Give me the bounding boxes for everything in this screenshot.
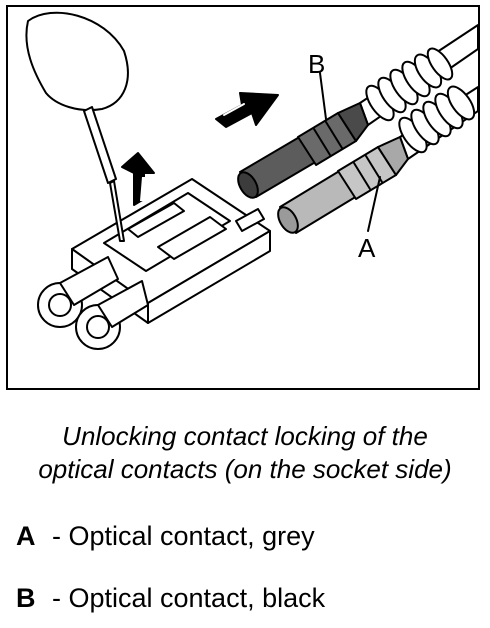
- right-arrow-icon: [215, 92, 279, 128]
- fiber-cable-lower: [398, 85, 478, 160]
- legend-text-b: - Optical contact, black: [52, 583, 326, 613]
- callout-b-leader: [319, 72, 327, 120]
- up-arrow-icon: [121, 152, 155, 206]
- figure-caption: Unlocking contact locking of the optical…: [0, 420, 490, 486]
- legend-item-b: B - Optical contact, black: [16, 582, 325, 614]
- probe-tool-icon: [25, 11, 129, 242]
- caption-line-1: Unlocking contact locking of the: [62, 421, 428, 451]
- legend-text-a: - Optical contact, grey: [52, 521, 315, 551]
- caption-line-2: optical contacts (on the socket side): [38, 454, 452, 484]
- legend-item-a: A - Optical contact, grey: [16, 520, 315, 552]
- legend-key-a: A: [16, 521, 36, 551]
- fiber-cable-upper: [359, 24, 478, 126]
- connector-illustration: B A: [25, 11, 478, 350]
- legend-key-b: B: [16, 583, 36, 613]
- callout-b: B: [308, 49, 325, 79]
- socket-housing: [37, 178, 271, 350]
- optical-contact-black: [237, 102, 369, 199]
- callout-a-leader: [367, 176, 381, 232]
- optical-contact-grey: [277, 136, 409, 234]
- callout-a: A: [358, 233, 376, 263]
- figure-frame: B A: [6, 5, 480, 390]
